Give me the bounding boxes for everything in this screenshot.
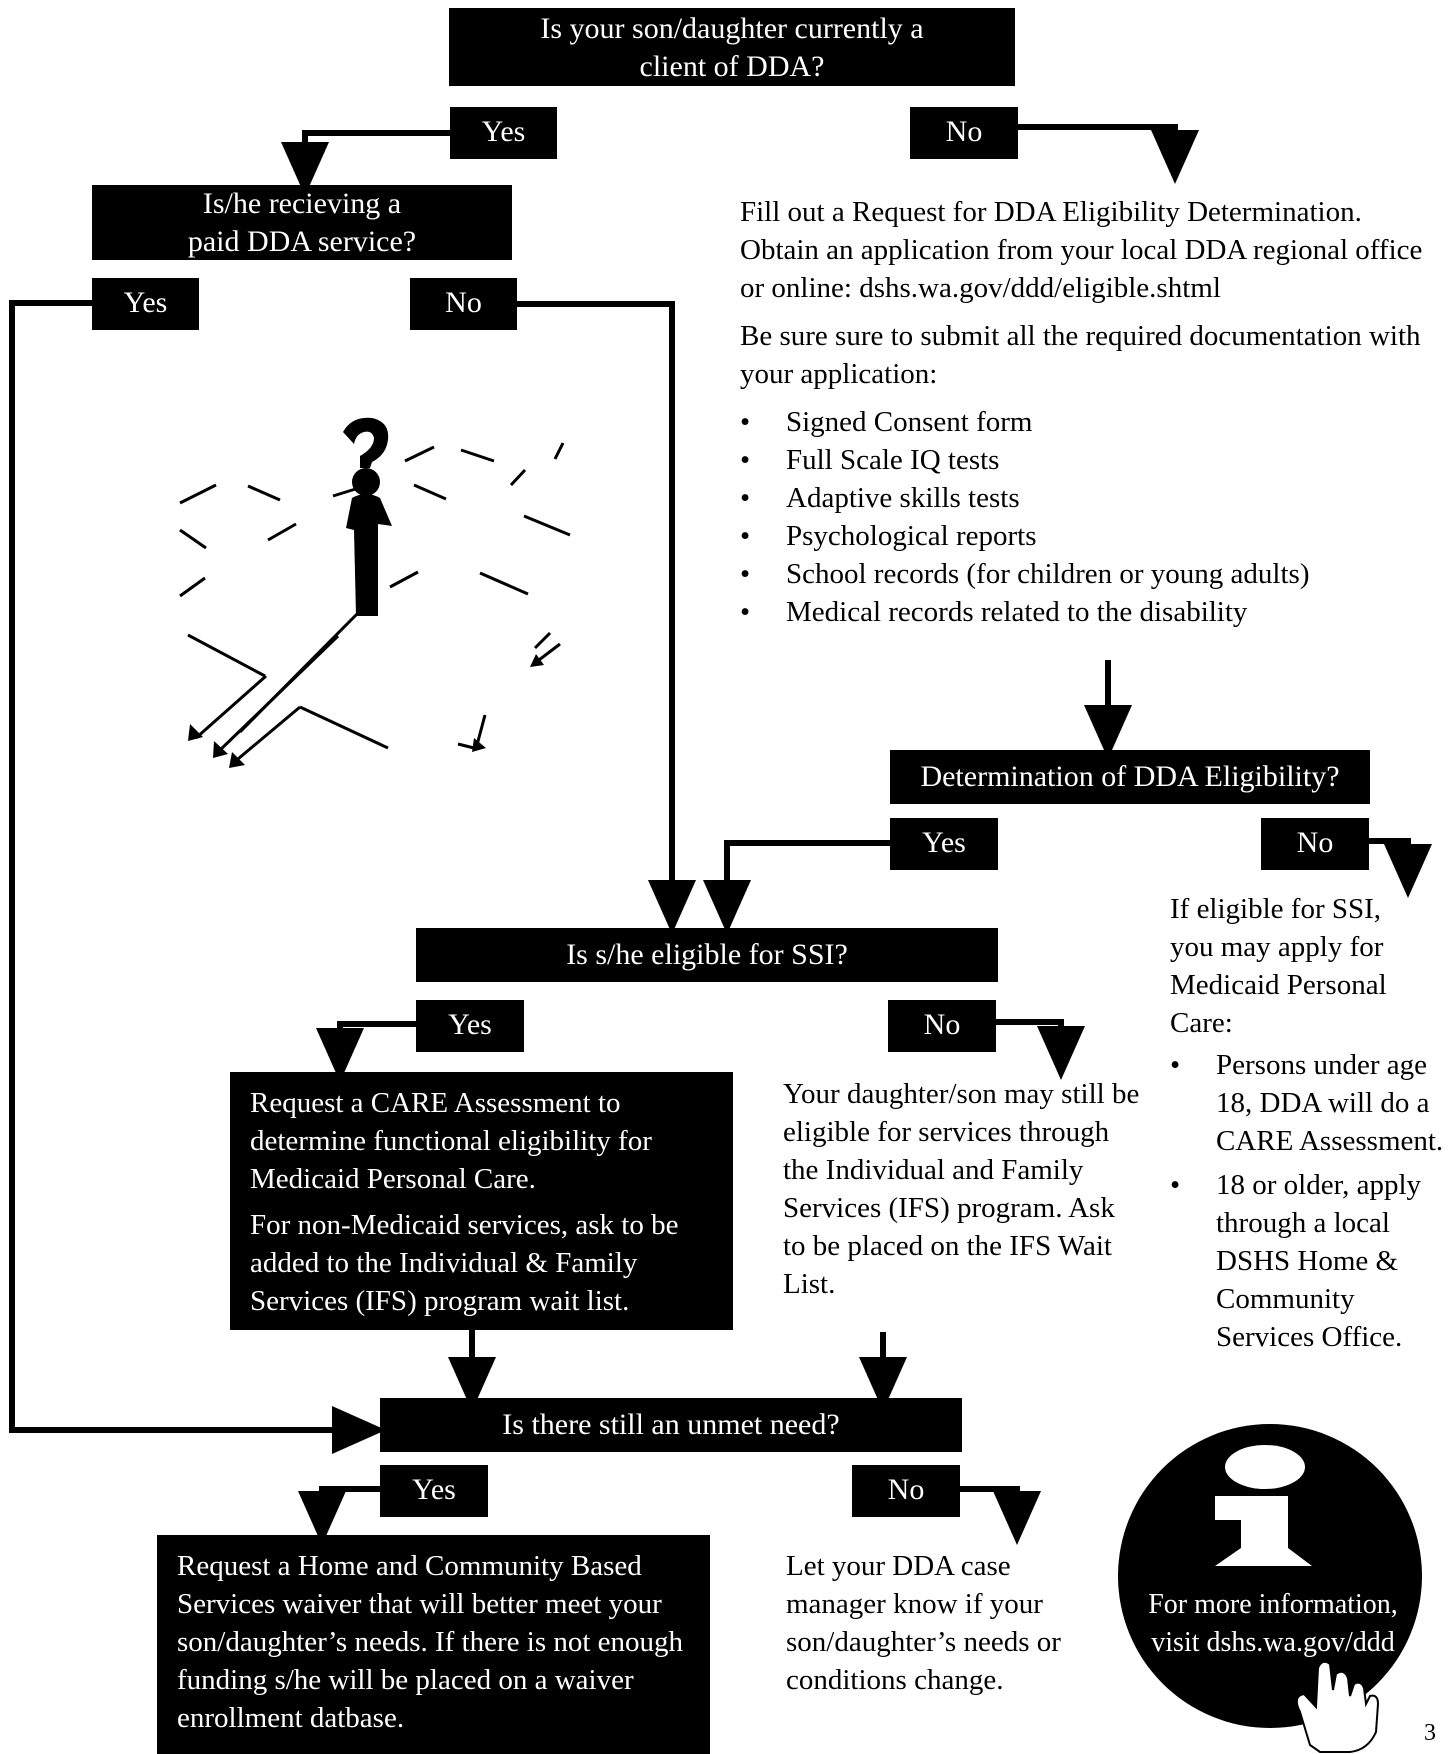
question-paid-service-line1: Is/he recieving a [202, 187, 402, 220]
arrow-unmet-no [958, 1486, 1041, 1545]
list-item: Medical records related to the disabilit… [740, 593, 1430, 631]
eligibility-instructions: Fill out a Request for DDA Eligibility D… [740, 193, 1430, 631]
arrow-ssi-yes [316, 1021, 416, 1082]
unmet-yes-label: Yes [380, 1465, 488, 1517]
info-badge [1118, 1424, 1422, 1728]
ifs-eligibility-text: Your daughter/son may still be eligible … [783, 1078, 1140, 1300]
question-current-client-line1: Is your son/daughter currently a [540, 12, 924, 45]
arrow-q2-no [515, 301, 696, 934]
ssi-no-label: No [888, 1000, 996, 1052]
list-item: School records (for children or young ad… [740, 555, 1430, 593]
list-item: Persons under age 18, DDA will do a CARE… [1170, 1046, 1450, 1160]
list-item: 18 or older, apply through a local DSHS … [1170, 1166, 1450, 1356]
list-item: Psychological reports [740, 517, 1430, 555]
q2-no-label: No [410, 278, 517, 330]
more-info-line2: visit dshs.wa.gov/ddd [1151, 1627, 1395, 1658]
documentation-intro-text: Be sure sure to submit all the required … [740, 320, 1421, 390]
more-info-line1: For more information, [1148, 1589, 1398, 1620]
q1-yes-label: Yes [450, 107, 557, 159]
case-manager-text: Let your DDA case manager know if your s… [786, 1550, 1061, 1696]
arrow-q1-no [1018, 124, 1199, 184]
q2-yes-label: Yes [92, 278, 199, 330]
elig-no-label: No [1261, 818, 1369, 870]
list-item: Adaptive skills tests [740, 479, 1430, 517]
question-ssi-eligible: Is s/he eligible for SSI? [416, 928, 998, 982]
ssi-medicaid-list: Persons under age 18, DDA will do a CARE… [1170, 1046, 1450, 1356]
person-silhouette-icon [343, 417, 392, 616]
question-current-client: Is your son/daughter currently a client … [449, 8, 1015, 86]
arrow-q2-yes [9, 300, 386, 1454]
ssi-yes-label: Yes [416, 1000, 524, 1052]
care-assessment-text: Request a CARE Assessment to determine f… [250, 1087, 652, 1195]
page-number: 3 [1424, 1720, 1436, 1746]
eligibility-request-text: Fill out a Request for DDA Eligibility D… [740, 196, 1423, 304]
hcbs-waiver-box: Request a Home and Community Based Servi… [157, 1535, 710, 1754]
question-unmet-need: Is there still an unmet need? [380, 1398, 962, 1452]
arrow-elig-yes [703, 840, 890, 934]
crossroads-arrowheads-icon [188, 654, 544, 768]
arrow-ssi-no [992, 1019, 1085, 1080]
unmet-no-label: No [852, 1465, 960, 1517]
question-paid-service-line2: paid DDA service? [187, 225, 417, 258]
ssi-medicaid-info: If eligible for SSI, you may apply for M… [1170, 890, 1450, 1356]
hand-pointer-icon [1295, 1660, 1380, 1753]
ifs-waitlist-text: For non-Medicaid services, ask to be add… [250, 1209, 679, 1317]
question-current-client-line2: client of DDA? [639, 50, 825, 83]
documentation-list: Signed Consent form Full Scale IQ tests … [740, 403, 1430, 631]
arrow-unmet-yes [298, 1486, 386, 1545]
more-info-text: For more information, visit dshs.wa.gov/… [1118, 1586, 1428, 1662]
elig-yes-label: Yes [890, 818, 998, 870]
list-item: Signed Consent form [740, 403, 1430, 441]
q1-no-label: No [910, 107, 1018, 159]
list-item: Full Scale IQ tests [740, 441, 1430, 479]
question-paid-service: Is/he recieving a paid DDA service? [92, 185, 512, 260]
care-assessment-box: Request a CARE Assessment to determine f… [230, 1072, 733, 1330]
arrow-q1-yes [281, 130, 450, 196]
crossroads-figure-icon [179, 442, 571, 766]
ssi-medicaid-intro: If eligible for SSI, you may apply for M… [1170, 893, 1387, 1039]
question-dda-eligibility: Determination of DDA Eligibility? [890, 750, 1370, 804]
